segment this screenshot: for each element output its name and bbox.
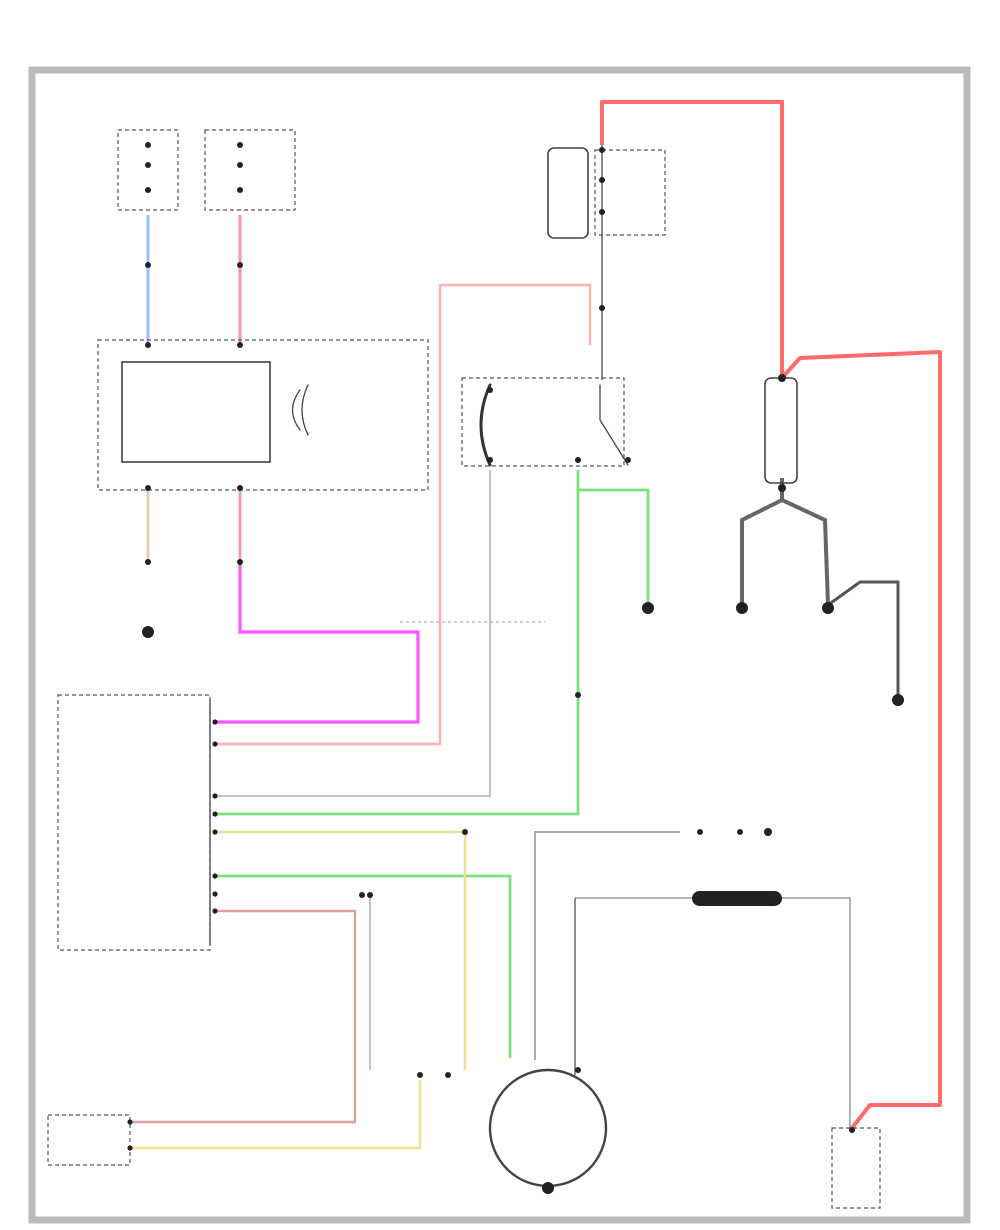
ground-far-right xyxy=(892,694,904,706)
ground-left xyxy=(142,626,154,638)
yellow-wire-bottom xyxy=(130,1080,422,1150)
generator xyxy=(488,1067,608,1194)
black-wire-starter xyxy=(740,478,830,606)
green-wire-relay xyxy=(578,488,650,605)
yellow-wire-ecm xyxy=(215,830,467,1070)
thin-wire-generator-batt xyxy=(575,897,851,1130)
ground-mid xyxy=(642,602,654,614)
red-wire-battery-feed xyxy=(600,100,942,1130)
top-module xyxy=(547,147,666,311)
green-wire-ecm-top xyxy=(215,470,580,816)
pink-wire-ecm xyxy=(215,283,592,746)
relay xyxy=(461,377,631,467)
fuse-block-right xyxy=(204,129,296,211)
gray-wire-generator xyxy=(534,831,680,1060)
starter-block xyxy=(764,374,798,492)
fuse-block-left xyxy=(117,129,179,211)
pink-wire-ecm-2 xyxy=(130,909,357,1124)
ground-right xyxy=(736,602,834,614)
left-bottom-block xyxy=(47,1114,133,1166)
fusible-link xyxy=(692,891,782,906)
inline-connectors xyxy=(359,828,772,1078)
green-wire-generator xyxy=(215,874,512,1058)
gray-wire-relay xyxy=(215,470,491,797)
black-wire-ground xyxy=(827,580,900,700)
diagram-border xyxy=(28,66,971,1224)
battery xyxy=(831,1127,881,1209)
ecm-connector xyxy=(57,694,218,951)
splice-points xyxy=(145,559,581,835)
magenta-wire xyxy=(215,560,420,724)
connector-dots-top xyxy=(145,262,243,348)
instrument-panel-module xyxy=(97,339,429,491)
